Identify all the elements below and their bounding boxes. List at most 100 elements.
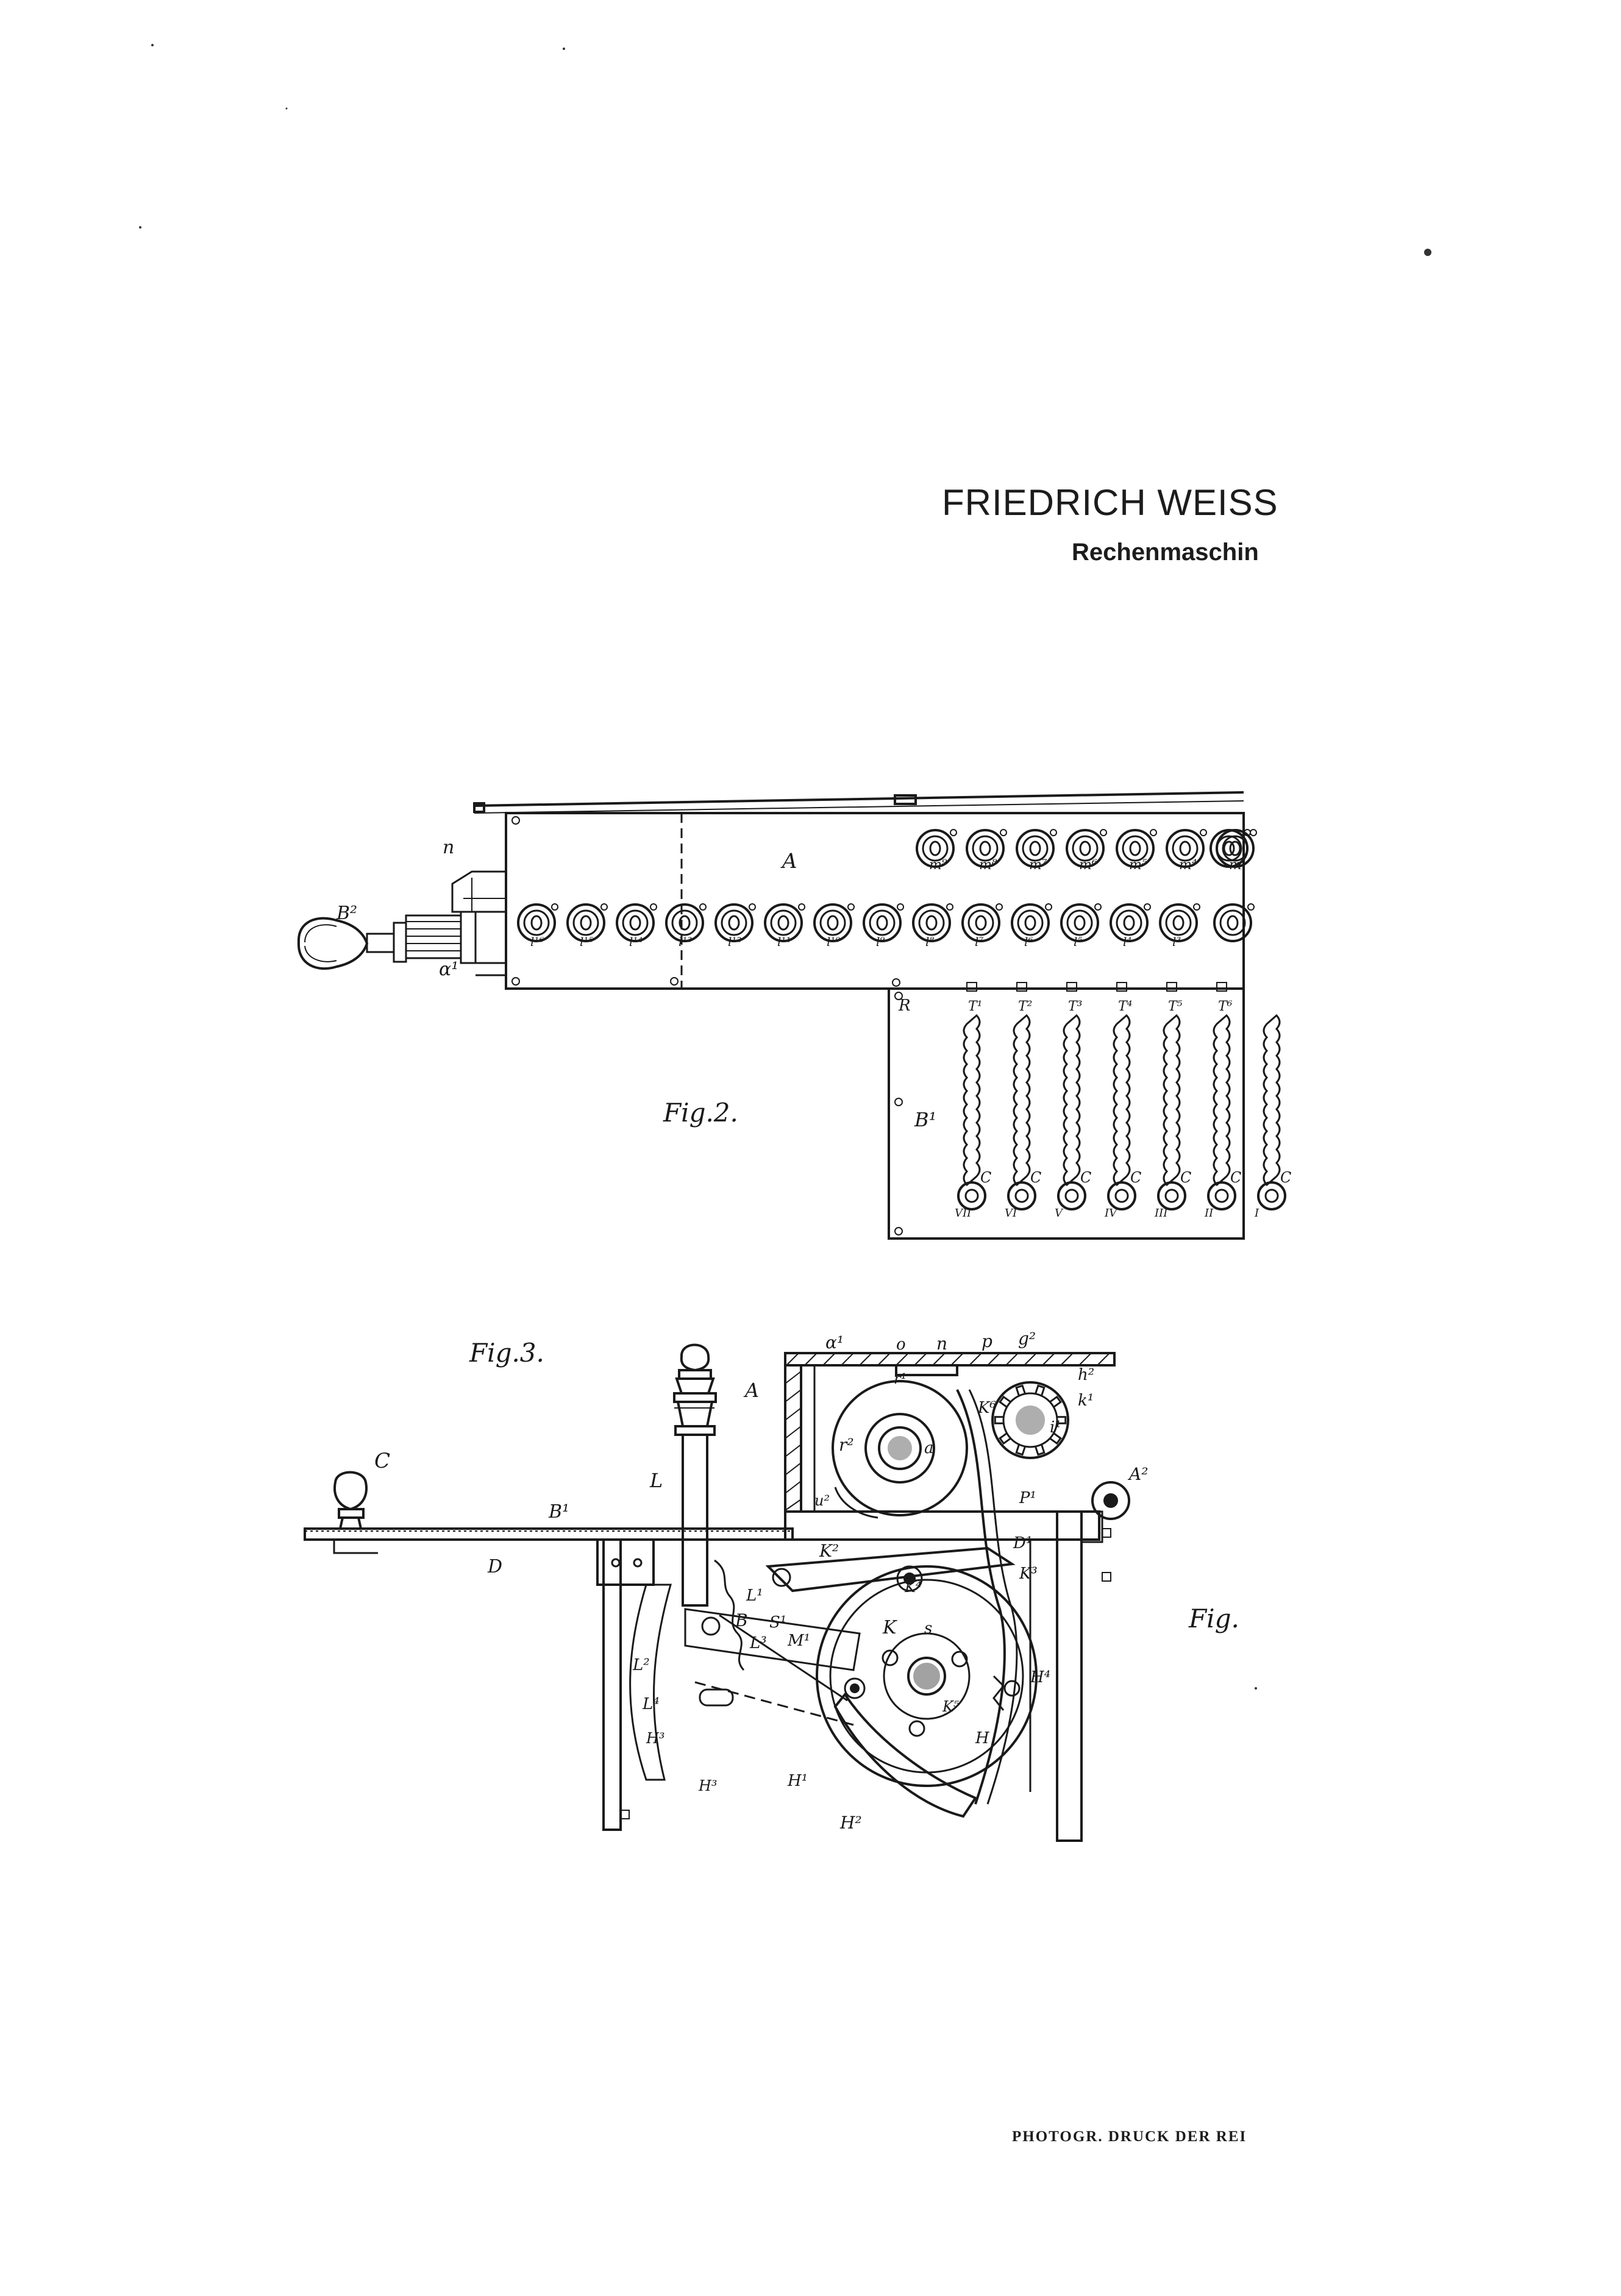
- dial-l-4: [714, 903, 756, 942]
- dial-m-4: [1116, 829, 1157, 868]
- dial-l-0: [517, 903, 558, 942]
- label-T-1: T²: [1018, 999, 1033, 1014]
- disk-K: [816, 1565, 1038, 1787]
- label-H1: H¹: [787, 1772, 808, 1790]
- label-n: n: [443, 837, 454, 858]
- plate-A: [505, 812, 1245, 990]
- label-K5: K⁵: [942, 1698, 960, 1715]
- label-s: s: [924, 1619, 932, 1638]
- key-slot-4: [1157, 982, 1186, 1210]
- fig3-labels: Fig.3. C B¹ D A L α¹ o n p g² h² k¹ r¹ r…: [374, 1329, 1239, 1833]
- label-T-5: T⁶: [1218, 999, 1233, 1014]
- label-l-13: l³: [1172, 934, 1181, 949]
- label-k1: k¹: [1078, 1391, 1094, 1410]
- dial-l-edge: [1213, 903, 1255, 942]
- label-g2: g²: [1018, 1329, 1036, 1349]
- plate-top-edge: [474, 791, 1244, 807]
- label-T-3: T⁴: [1118, 999, 1133, 1014]
- dial-l-2: [616, 903, 657, 942]
- knob-C: [333, 1471, 368, 1530]
- label-K2: K²: [819, 1541, 839, 1561]
- label-a-shaft: a: [924, 1439, 934, 1457]
- plate-top-rim: [474, 800, 1244, 814]
- label-B2: B²: [336, 903, 357, 924]
- label-l-12: l⁴: [1123, 934, 1131, 949]
- arm-H2: [833, 1692, 977, 1818]
- label-L3: L³: [749, 1634, 767, 1652]
- label-S1: S¹: [769, 1613, 786, 1632]
- label-roman-1: VI: [1005, 1207, 1017, 1220]
- bar-B1: [304, 1527, 794, 1541]
- label-L4: L⁴: [642, 1695, 660, 1713]
- key-slot-3: [1107, 982, 1136, 1210]
- label-roman-2: V: [1055, 1207, 1064, 1220]
- pinion-tooth: [1035, 1384, 1046, 1396]
- label-l-9: l⁷: [975, 934, 983, 949]
- label-K6: K⁶: [977, 1399, 996, 1417]
- pinion-tooth: [1035, 1444, 1046, 1456]
- dial-m-edge: [1210, 829, 1251, 868]
- label-C: C: [374, 1449, 390, 1473]
- print-footer: PHOTOGR. DRUCK DER REI: [1012, 2128, 1247, 2145]
- label-H3-lower: H³: [698, 1777, 718, 1794]
- label-roman-6: I: [1254, 1207, 1259, 1220]
- label-m-2: m⁷: [1029, 858, 1047, 873]
- plate-o-n: [895, 1364, 958, 1376]
- label-u2: u²: [814, 1492, 830, 1509]
- pinion-tooth: [1049, 1395, 1062, 1408]
- label-m-6: m: [1229, 858, 1242, 873]
- key-slot-1: [1007, 982, 1036, 1210]
- label-C-4: C: [1180, 1169, 1191, 1186]
- label-B: B: [735, 1610, 748, 1630]
- label-l-7: l⁹: [876, 934, 885, 949]
- key-slot-0: [957, 982, 986, 1210]
- dial-m-2: [1016, 829, 1057, 868]
- pinion-tooth: [1015, 1444, 1026, 1456]
- label-D: D: [487, 1556, 502, 1577]
- label-r1: r¹: [894, 1370, 907, 1387]
- label-H: H: [975, 1729, 990, 1747]
- label-l-5: l¹¹: [777, 934, 791, 949]
- pinion-tooth: [994, 1416, 1004, 1424]
- label-l-4: l¹²: [728, 934, 741, 949]
- key-slot-2: [1057, 982, 1086, 1210]
- label-a1: α¹: [825, 1332, 844, 1352]
- label-T-2: T³: [1068, 999, 1083, 1014]
- key-slot-6: [1257, 1014, 1286, 1210]
- label-A2: A²: [1127, 1464, 1148, 1484]
- label-l-0: l¹⁶: [530, 934, 544, 949]
- dial-l-12: [1110, 903, 1151, 942]
- wheel-r2: [832, 1380, 968, 1519]
- label-K4: K⁴: [904, 1579, 922, 1596]
- pinion-tooth: [1056, 1416, 1067, 1424]
- label-L: L: [649, 1469, 663, 1492]
- dial-l-6: [813, 903, 855, 942]
- label-T-0: T¹: [968, 999, 983, 1014]
- dial-l-5: [764, 903, 805, 942]
- housing-top: [784, 1352, 1116, 1367]
- dial-l-13: [1159, 903, 1200, 942]
- caption-next-fig: Fig.: [1188, 1604, 1239, 1633]
- label-T-4: T⁵: [1168, 999, 1183, 1014]
- scan-specks: [139, 44, 1431, 1690]
- label-roman-5: II: [1204, 1207, 1214, 1220]
- label-l-2: l¹⁴: [629, 934, 643, 949]
- label-C-5: C: [1230, 1169, 1241, 1186]
- label-K3: K³: [1019, 1565, 1038, 1583]
- label-l-1: l¹⁵: [580, 934, 593, 949]
- frame-leg-left: [602, 1538, 622, 1831]
- dial-l-11: [1060, 903, 1102, 942]
- lever-K2: [765, 1546, 1016, 1593]
- label-roman-0: VII: [955, 1207, 972, 1220]
- label-B1: B¹: [914, 1108, 936, 1131]
- dial-l-8: [912, 903, 953, 942]
- label-m-3: m⁶: [1079, 858, 1097, 873]
- dial-row-m: [916, 829, 1257, 868]
- dial-row-l: [517, 903, 1255, 942]
- label-a1: α¹: [439, 959, 458, 980]
- label-K-disk: K: [882, 1617, 897, 1638]
